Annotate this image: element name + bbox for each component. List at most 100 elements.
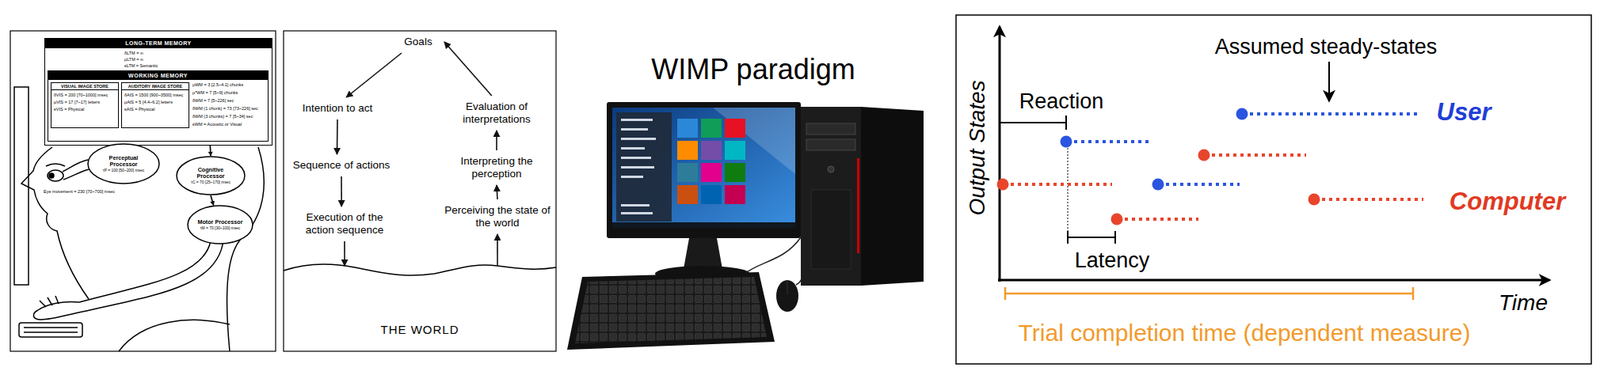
axis-title: Time (1498, 290, 1548, 317)
oval-outline (87, 144, 160, 184)
model-frame (283, 30, 557, 352)
desktop-computer (724, 140, 746, 160)
timeline-chart (1165, 182, 1240, 187)
timeline-chart (1236, 108, 1249, 121)
timeline-chart (1198, 149, 1211, 162)
desktop-computer (860, 106, 924, 286)
stage-label: Perceiving the state of the world (443, 201, 552, 233)
operator-cartoon (19, 323, 83, 338)
node-text: κAIS = Physical (124, 106, 155, 112)
timeline-chart (1067, 148, 1069, 237)
operator-cartoon (21, 147, 89, 300)
node-text: μLTM = ∞ (124, 57, 144, 62)
desktop-computer (677, 118, 698, 138)
flow-arrow (336, 119, 339, 155)
timeline-chart (1067, 231, 1116, 244)
node-text: LONG-TERM MEMORY (45, 38, 272, 49)
flow-arrow (444, 41, 492, 96)
node-text: τM = 70 [30~100] msec (200, 226, 241, 231)
desktop-computer (677, 163, 698, 183)
stage-label: Execution of the action sequence (294, 209, 395, 240)
operator-cartoon (62, 160, 88, 172)
desktop-computer (800, 106, 861, 286)
node-text: δVIS = 200 [70~1000] msec (53, 92, 108, 98)
timeline-chart (1074, 140, 1153, 144)
desktop-computer (700, 163, 722, 183)
operator-cartoon (82, 240, 224, 313)
memory-store-box: VISUAL IMAGE STOREδVIS = 200 [70~1000] m… (50, 82, 119, 129)
desktop-computer (620, 118, 653, 122)
desktop-computer (620, 128, 648, 131)
desktop-computer (567, 272, 775, 351)
oval-outline (176, 156, 245, 195)
memory-box: LONG-TERM MEMORYδLTM = ∞μLTM = ∞κLTM = S… (44, 38, 273, 146)
node-text: κWM = Acoustic or Visual (192, 121, 242, 127)
timeline-chart (1152, 179, 1165, 191)
axis-title: Output States (964, 80, 991, 216)
desktop-computer (787, 280, 789, 295)
desktop-computer (620, 137, 656, 141)
node-text: μ*WM = 7 [5~9] chunks (192, 90, 238, 96)
timeline-chart (1321, 198, 1424, 202)
node-text: Evaluation of interpretations (447, 100, 546, 126)
desktop-computer (567, 102, 924, 351)
desktop-computer (612, 222, 796, 229)
annotation: Assumed steady-states (1215, 34, 1438, 60)
stage-label: Sequence of actions (286, 156, 397, 175)
desktop-computer (606, 102, 801, 239)
stage-label: Intention to act (293, 99, 382, 118)
timeline-chart (998, 279, 1550, 282)
desktop-computer (620, 147, 645, 150)
node-text: δWM (1 chunk) = 73 [73~226] sec (192, 106, 259, 111)
node-text: Intention to act (302, 102, 374, 115)
flow-arrow (340, 176, 343, 207)
timeline-chart (956, 15, 1592, 365)
oval-outline (187, 205, 253, 244)
series-label: Computer (1449, 187, 1566, 217)
timeline-chart (1211, 153, 1307, 157)
flow-arrow (496, 234, 499, 267)
flow-arrow (346, 53, 402, 98)
operator-cartoon (79, 240, 211, 303)
stage-label: Evaluation of interpretations (447, 98, 546, 129)
node-text: δLTM = ∞ (124, 50, 144, 56)
desktop-computer (612, 107, 796, 229)
desktop-computer (677, 185, 698, 205)
node-text: VISUAL IMAGE STORE (51, 83, 119, 91)
node-text: AUDITORY IMAGE STORE (121, 83, 189, 91)
operator-cartoon (63, 169, 90, 180)
node-text: μWM = 3 [2.5~4.1] chunks (192, 82, 244, 88)
operator-cartoon (47, 170, 64, 182)
operator-cartoon (10, 30, 276, 352)
desktop-computer (575, 277, 767, 344)
timeline-chart (1328, 61, 1330, 101)
desktop-computer (724, 185, 746, 205)
operator-cartoon (49, 173, 54, 179)
operator-cartoon (10, 30, 276, 352)
stage-label: Interpreting the perception (447, 152, 546, 183)
flow-arrow (496, 185, 498, 200)
node-text: κLTM = Semantic (124, 63, 159, 69)
desktop-computer (683, 238, 723, 270)
node-text: μAIS = 5 [4.4~6.2] letters (124, 99, 173, 105)
node-text: Cognitive Processor (186, 167, 235, 180)
memory-box: WORKING MEMORY μWM = 3 [2.5~4.1] chunks μ*… (47, 70, 269, 142)
node-text: κVIS = Physical (53, 106, 84, 112)
panel-title: WIMP paradigm (651, 53, 855, 86)
operator-cartoon (39, 296, 59, 308)
timeline-chart (1010, 114, 1424, 220)
timeline-chart (956, 15, 1592, 365)
desktop-computer (620, 204, 650, 207)
node-text: WORKING MEMORY (48, 71, 268, 80)
desktop-computer (620, 166, 655, 169)
desktop-computer (776, 280, 799, 313)
processor-oval: Cognitive ProcessorτC = 70 [25~170] msec (175, 156, 246, 196)
timeline-chart (1005, 287, 1414, 301)
node-text: THE WORLD (283, 323, 557, 337)
memory-store-box: AUDITORY IMAGE STOREδAIS = 1500 [900~350… (121, 82, 190, 129)
desktop-computer (620, 156, 652, 160)
timeline-chart (1060, 136, 1073, 149)
annotation: Reaction (1019, 89, 1105, 115)
timing-note: Eye movement = 230 [70~700] msec (43, 189, 115, 195)
